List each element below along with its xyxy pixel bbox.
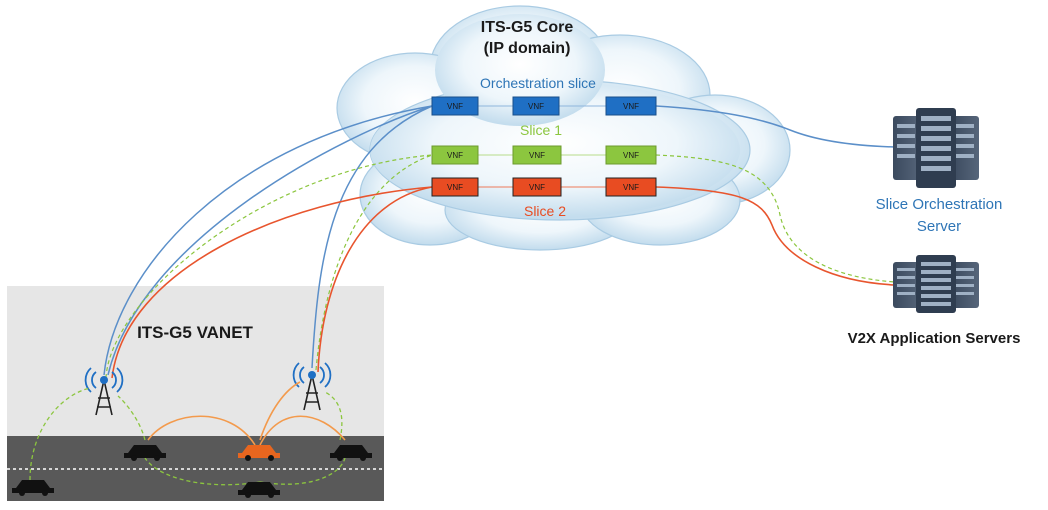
slice2-vnf-2-label: VNF (529, 183, 545, 192)
cloud-subtitle: (IP domain) (484, 40, 571, 57)
orchestration-vnfs: VNF VNF VNF (431, 96, 657, 116)
slice2-links (111, 186, 896, 379)
v2i-links (29, 387, 346, 486)
orchestration-vnf-1-label: VNF (447, 102, 463, 111)
slice1-vnf-1-label: VNF (447, 151, 463, 160)
orchestration-vnf-2-label: VNF (528, 102, 544, 111)
orchestration-vnf-1 (431, 96, 479, 116)
base-station-icon (84, 367, 124, 416)
orchestration-slice-label: Orchestration slice (480, 75, 596, 91)
orchestration-server-label-line2: Server (917, 218, 961, 235)
slice1-vnfs: VNF VNF VNF (431, 145, 657, 165)
base-station-icon (292, 362, 332, 411)
server-rack-icon (893, 255, 979, 313)
car-icon (330, 445, 372, 461)
slice2-vnf-3 (605, 177, 657, 197)
slice2-vnf-1-label: VNF (447, 183, 463, 192)
car-icon (12, 480, 54, 496)
slice1-vnf-1 (431, 145, 479, 165)
slice1-vnf-2-label: VNF (529, 151, 545, 160)
slice1-vnf-3 (605, 145, 657, 165)
car-icon (238, 482, 280, 498)
orchestration-links (103, 105, 896, 376)
application-servers-label: V2X Application Servers (848, 330, 1021, 347)
cloud-title: ITS-G5 Core (481, 19, 574, 36)
orchestration-vnf-2 (512, 96, 560, 116)
slice2-vnfs: VNF VNF VNF (431, 177, 657, 197)
slice1-vnf-3-label: VNF (623, 151, 639, 160)
car-icon (238, 445, 280, 461)
slice1-label: Slice 1 (520, 122, 562, 138)
slice2-vnf-1 (431, 177, 479, 197)
server-rack-icon (893, 108, 979, 188)
orchestration-vnf-3 (605, 96, 657, 116)
orchestration-vnf-3-label: VNF (623, 102, 639, 111)
orchestration-server-label-line1: Slice Orchestration (876, 196, 1003, 213)
slice2-vnf-2 (512, 177, 562, 197)
car-icon (124, 445, 166, 461)
slice1-links (105, 154, 896, 379)
slice1-vnf-2 (512, 145, 562, 165)
slice2-label: Slice 2 (524, 203, 566, 219)
vanet-label: ITS-G5 VANET (137, 323, 253, 342)
slice2-vnf-3-label: VNF (623, 183, 639, 192)
v2v-links (147, 381, 346, 446)
